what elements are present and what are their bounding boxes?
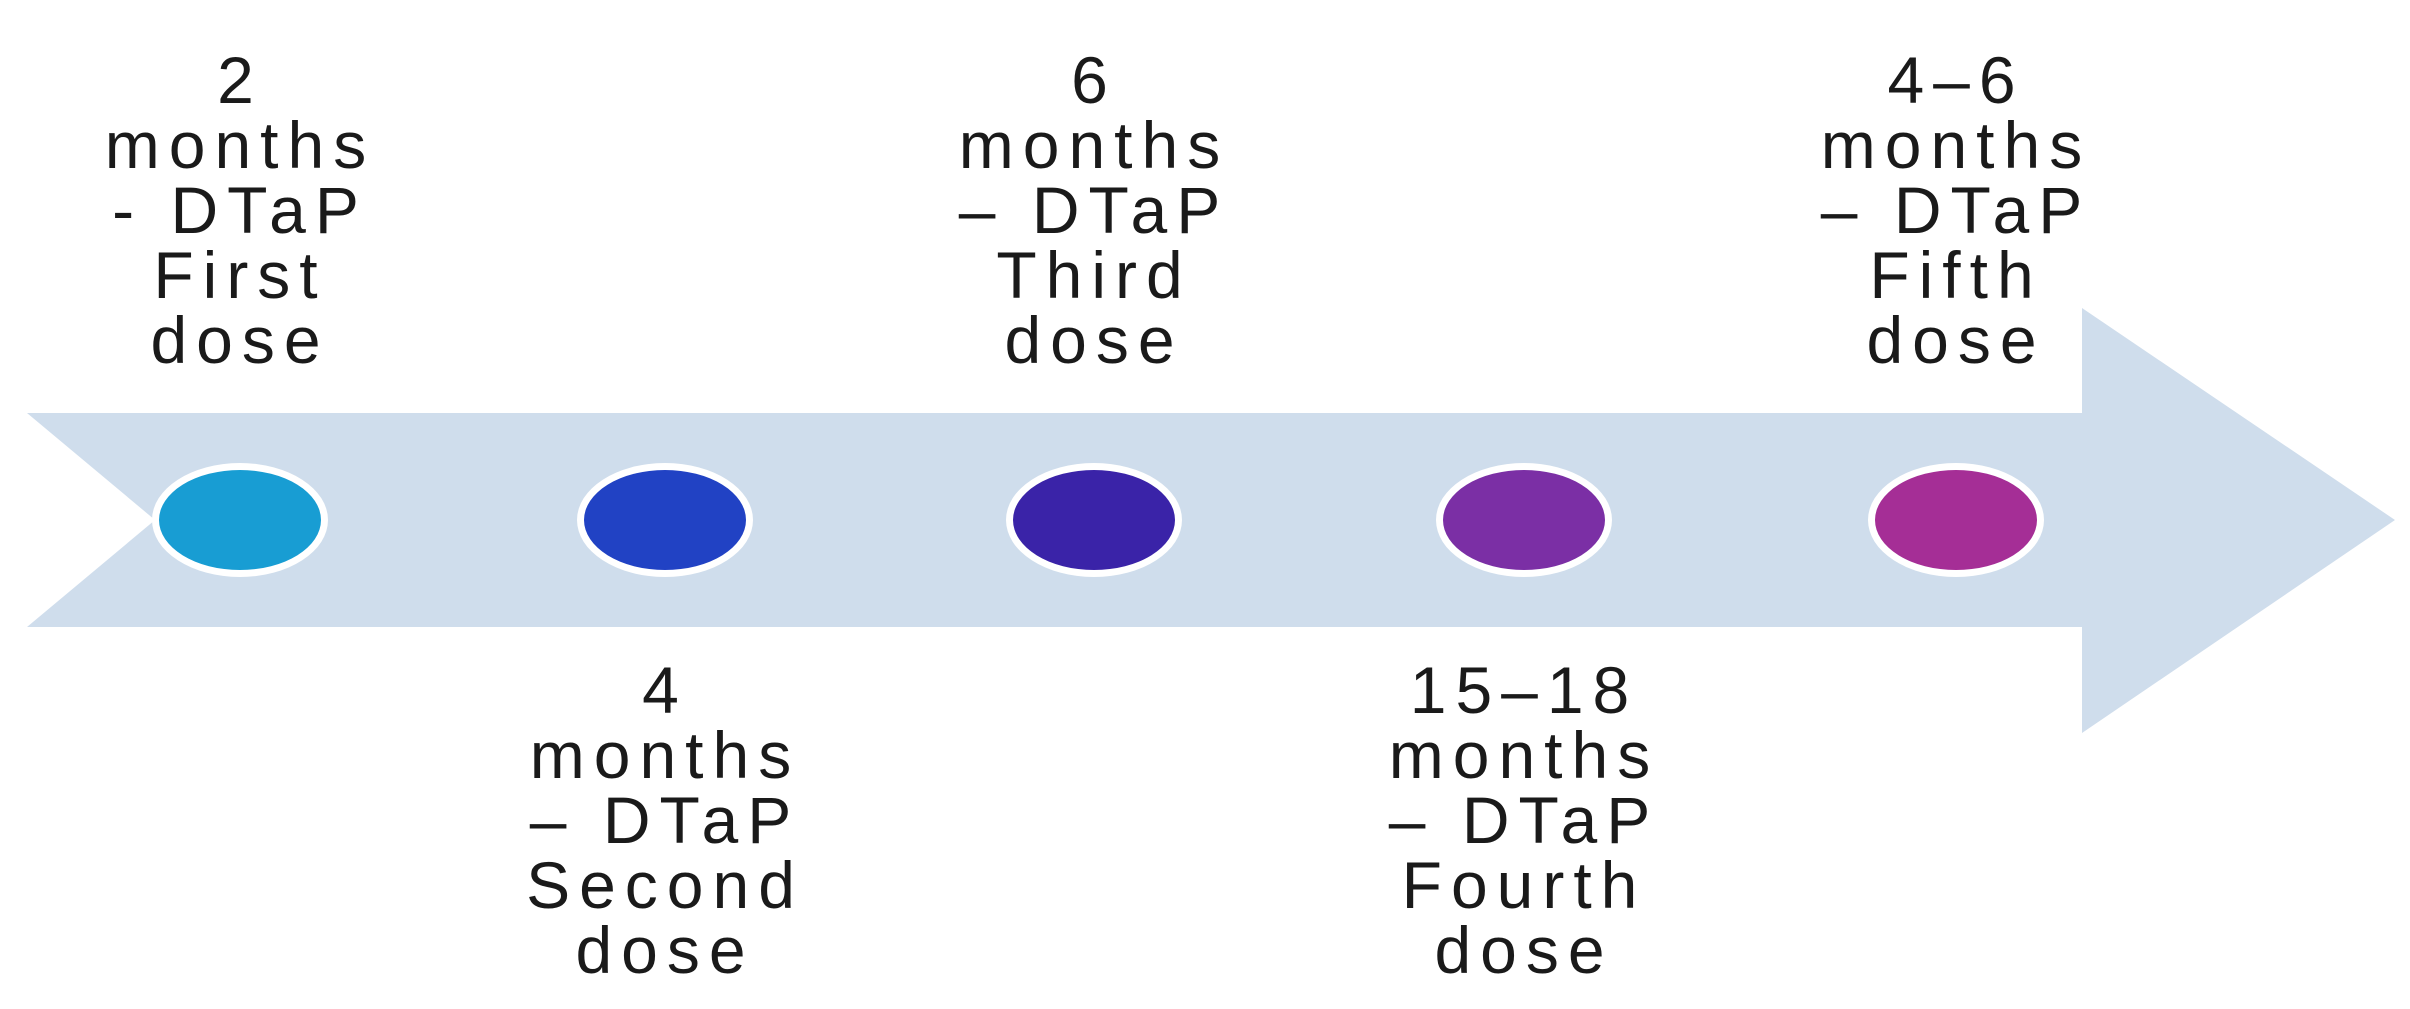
timeline-label-fifth-dose: 4–6 months – DTaP Fifth dose [1820, 43, 2092, 377]
timeline-dot-3 [1006, 463, 1182, 577]
timeline-arrow-shape [27, 308, 2395, 733]
timeline-label-first-dose: 2 months - DTaP First dose [104, 43, 376, 377]
timeline-label-second-dose: 4 months – DTaP Second dose [526, 653, 804, 987]
timeline-dot-5 [1868, 463, 2044, 577]
timeline-dot-4 [1436, 463, 1612, 577]
timeline-label-third-dose: 6 months – DTaP Third dose [958, 43, 1230, 377]
timeline-label-fourth-dose: 15–18 months – DTaP Fourth dose [1388, 653, 1660, 987]
timeline-dot-2 [577, 463, 753, 577]
timeline-dot-1 [152, 463, 328, 577]
